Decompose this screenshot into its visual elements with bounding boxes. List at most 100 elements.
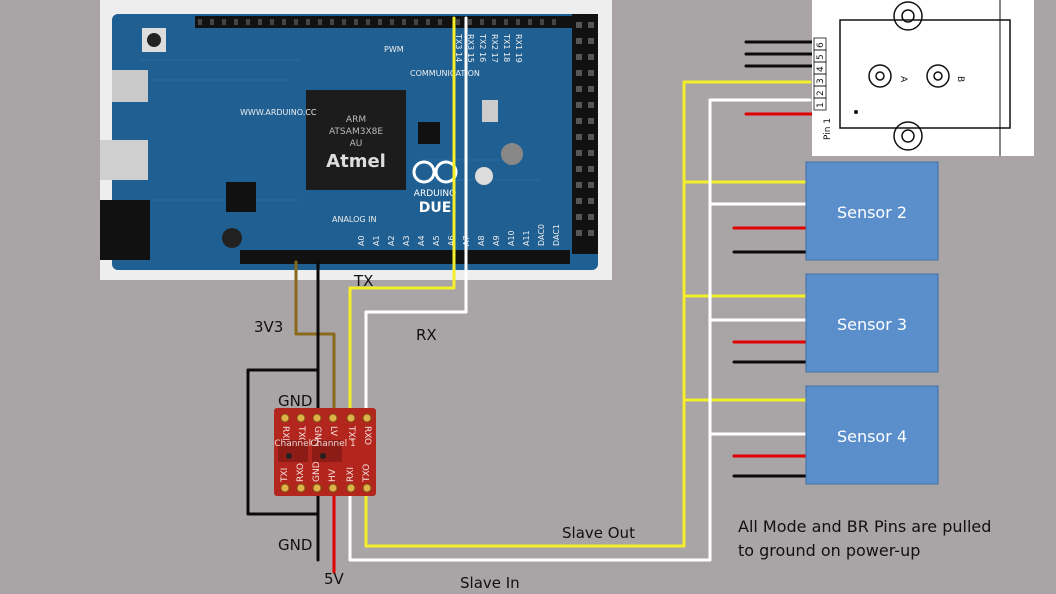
pinout-pin-caption: Pin 1 <box>823 118 833 140</box>
shifter-channel-2-label: Channel 2 <box>274 439 320 449</box>
board-top-pin-label: RX3 15 <box>466 34 475 63</box>
shifter-bottom-pad <box>312 483 322 493</box>
crystal <box>501 143 523 165</box>
board-top-pin-label: TX3 14 <box>454 33 463 62</box>
icsp-header <box>418 122 440 144</box>
wire-slave-out <box>364 80 812 548</box>
header-top-left <box>195 16 450 28</box>
note-line-2: to ground on power-up <box>738 541 920 560</box>
label-slave-in: Slave In <box>460 574 520 592</box>
pinout-pin-number: 6 <box>816 42 826 48</box>
shifter-bottom-pin-label: RXO <box>296 463 306 482</box>
main-chip <box>306 90 406 190</box>
shifter-top-pad <box>312 413 322 423</box>
arduino-logo-icon <box>412 160 458 184</box>
board-top-pin-label: RX2 17 <box>490 34 499 63</box>
header-pwm-label: PWM <box>384 45 404 54</box>
pinout-pin-box <box>813 97 827 111</box>
shifter-top-pad <box>328 413 338 423</box>
board-bottom-pin-label: A10 <box>507 230 516 246</box>
pinout-pin-number: 5 <box>816 54 826 60</box>
shifter-bottom-pin-label: TXI <box>280 468 290 483</box>
board-top-pin-label: TX1 18 <box>502 33 511 62</box>
usb-port-native <box>112 70 148 102</box>
board-model-label: DUE <box>419 200 452 216</box>
wire-rx <box>364 16 468 420</box>
usb-port-programming <box>100 140 148 180</box>
wire-slave-in <box>348 98 812 562</box>
label-slave-out: Slave Out <box>562 524 635 542</box>
board-bottom-pin-label: A9 <box>492 235 501 246</box>
regulator <box>482 100 498 122</box>
pinout-label-a: A <box>898 76 908 83</box>
shifter-top-pin-label: RXO <box>362 426 372 445</box>
board-bottom-pin-label: A11 <box>522 230 531 246</box>
board-top-pin-label: TX2 16 <box>478 33 487 62</box>
header-right-double <box>572 14 598 254</box>
label-rx: RX <box>416 326 437 344</box>
pinout-pin-number: 3 <box>816 78 826 84</box>
chip-label-arm: ARM <box>346 115 366 125</box>
power-regulator <box>226 182 256 212</box>
label-gnd-bottom: GND <box>278 536 312 554</box>
shifter-top-pad <box>280 413 290 423</box>
shifter-top-pin-label: RXI <box>280 426 290 441</box>
shifter-bottom-pin-label: TXO <box>362 464 372 483</box>
header-analog-label: ANALOG IN <box>332 215 377 224</box>
sensor-4-label: Sensor 4 <box>837 427 907 446</box>
wire-3v3 <box>294 260 336 420</box>
pin-1-marker-icon <box>854 110 858 114</box>
shifter-top-pin-label: LV <box>328 426 338 437</box>
board-bottom-pin-label: A5 <box>432 235 441 246</box>
sensor-3-box: Sensor 3 <box>805 273 939 373</box>
shifter-bottom-pin-label: GND <box>312 461 322 482</box>
pinout-pin-number: 4 <box>816 66 826 72</box>
label-5v: 5V <box>324 570 345 588</box>
board-bottom-pin-label: DAC1 <box>552 224 561 246</box>
sensor-2-box: Sensor 2 <box>805 161 939 261</box>
shifter-bottom-pin-label: HV <box>328 468 338 482</box>
header-bottom <box>240 250 570 264</box>
board-bottom-pin-label: A1 <box>372 235 381 246</box>
pinout-label-b: B <box>955 76 965 82</box>
capacitor <box>475 167 493 185</box>
arduino-due-board: ARM ATSAM3X8E AU Atmel ARDUINO DUE WWW.A… <box>100 0 612 280</box>
shifter-top-pad <box>346 413 356 423</box>
chip-label-au: AU <box>350 139 363 149</box>
sensor-3-label: Sensor 3 <box>837 315 907 334</box>
wire-tx <box>348 16 456 420</box>
board-bottom-pin-label: A4 <box>417 235 426 246</box>
board-url-label: WWW.ARDUINO.CC <box>240 108 317 117</box>
note-line-1: All Mode and BR Pins are pulled <box>738 517 991 536</box>
board-bottom-pin-label: A3 <box>402 235 411 246</box>
label-3v3: 3V3 <box>254 318 283 336</box>
shifter-top-pin-label: TXO <box>296 425 306 444</box>
chip-label-part: ATSAM3X8E <box>329 127 383 137</box>
shifter-bottom-pin-label: RXI <box>346 467 356 482</box>
sensor-2-label: Sensor 2 <box>837 203 907 222</box>
shifter-bottom-pad <box>328 483 338 493</box>
board-bottom-pin-label: A0 <box>357 235 366 246</box>
board-top-pin-label: RX1 19 <box>514 34 523 63</box>
board-bottom-pin-label: A8 <box>477 235 486 246</box>
chip-label-brand: Atmel <box>326 151 386 172</box>
shifter-bottom-pad <box>362 483 372 493</box>
label-tx: TX <box>353 272 373 290</box>
header-communication-label: COMMUNICATION <box>410 69 480 78</box>
shifter-bottom-pad <box>280 483 290 493</box>
shifter-bottom-pad <box>296 483 306 493</box>
board-bottom-pin-label: DAC0 <box>537 224 546 246</box>
label-gnd-top: GND <box>278 392 312 410</box>
board-bottom-pin-label: A2 <box>387 235 396 246</box>
shifter-top-pin-label: GND <box>312 426 322 447</box>
shifter-channel-1-label: Channel 1 <box>310 439 356 449</box>
board-brand-label: ARDUINO <box>414 189 456 199</box>
electrolytic-capacitor <box>222 228 242 248</box>
power-jack <box>100 200 150 260</box>
